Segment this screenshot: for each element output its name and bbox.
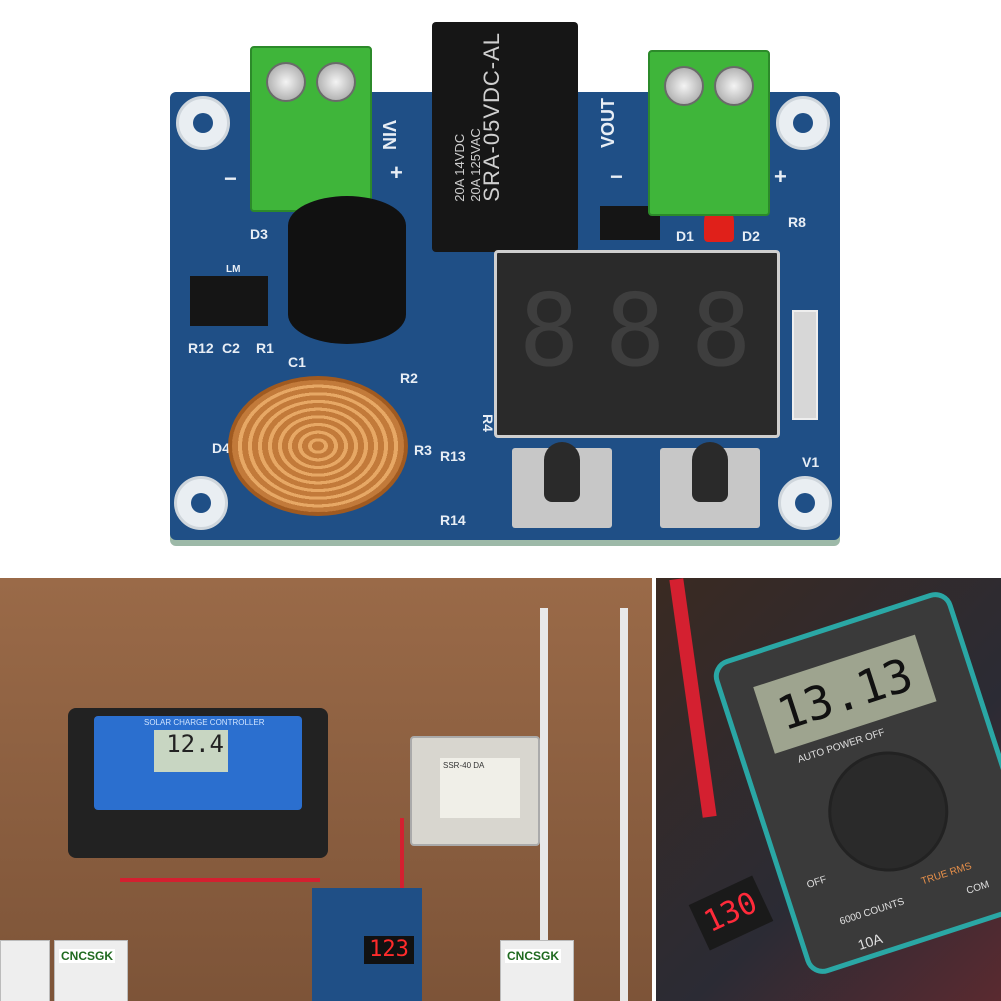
toroid-inductor (228, 376, 408, 516)
seven-segment-display: 8 8 8 (494, 250, 780, 438)
label-r4: R4 (480, 414, 496, 432)
rotary-dial[interactable] (812, 735, 964, 888)
meter-label: OFF (805, 874, 828, 891)
vout-minus: − (610, 164, 623, 189)
label-v1: V1 (802, 454, 820, 470)
label-r3: R3 (414, 442, 432, 458)
electrolytic-capacitor (288, 196, 406, 344)
breaker: CNCSGK (500, 940, 574, 1001)
label-r13: R13 (440, 448, 466, 464)
digit: 8 (605, 272, 666, 389)
screw (316, 62, 356, 102)
label-r8: R8 (788, 214, 806, 230)
controller-title: SOLAR CHARGE CONTROLLER (144, 718, 265, 727)
screw (714, 66, 754, 106)
solar-install-photo: SOLAR CHARGE CONTROLLER 12.4 SSR-40 DA 1… (0, 578, 652, 1001)
breaker: CNCSGK (54, 940, 128, 1001)
vin-plus: + (390, 160, 403, 185)
controller-lcd: 12.4 (154, 730, 228, 772)
ic-chip (190, 276, 268, 326)
wire (540, 608, 548, 948)
label-r14: R14 (440, 512, 466, 528)
screw (266, 62, 306, 102)
multimeter-photo: 13.13 AUTO POWER OFF OFF TRUE RMS 6000 C… (656, 578, 1001, 1001)
output-terminal-block[interactable] (648, 50, 770, 216)
label-c2: C2 (222, 340, 240, 356)
module-display: 130 (688, 875, 774, 951)
meter-label: 6000 COUNTS (838, 896, 906, 928)
screw (664, 66, 704, 106)
vin-label: VIN (379, 120, 399, 151)
meter-label: COM (965, 879, 991, 897)
meter-label: 10A (855, 930, 885, 953)
digit: 8 (691, 272, 752, 389)
relay-rating: 20A 14VDC (452, 133, 467, 202)
label-r1: R1 (256, 340, 274, 356)
wire (120, 878, 320, 882)
wire (620, 608, 628, 1001)
push-button-right[interactable] (660, 442, 760, 528)
breaker-brand: CNCSGK (59, 949, 116, 963)
wire (400, 818, 404, 908)
label-d2: D2 (742, 228, 760, 244)
meter-label: TRUE RMS (920, 860, 974, 888)
mounting-hole (174, 476, 228, 530)
meter-lcd: 13.13 (753, 634, 937, 754)
label-d4: D4 (212, 440, 230, 456)
module-display: 123 (364, 936, 414, 964)
mounting-hole (776, 96, 830, 150)
input-terminal-block[interactable] (250, 46, 372, 212)
label-lm: LM (226, 264, 241, 275)
solar-charge-controller: SOLAR CHARGE CONTROLLER 12.4 (68, 708, 328, 858)
label-d3: D3 (250, 226, 268, 242)
push-button-left[interactable] (512, 442, 612, 528)
label-r2: R2 (400, 370, 418, 386)
label-r12: R12 (188, 340, 214, 356)
vout-label: VOUT (598, 98, 618, 149)
vin-minus: − (224, 166, 237, 191)
pin-header (792, 310, 818, 420)
mounting-hole (176, 96, 230, 150)
relay-model: SRA-05VDC-AL (479, 32, 504, 202)
vout-plus: + (774, 164, 787, 189)
solid-state-relay: SSR-40 DA (410, 736, 540, 846)
label-c1: C1 (288, 354, 306, 370)
probe (669, 578, 717, 818)
relay: 20A 14VDC 20A 125VAC SRA-05VDC-AL (432, 22, 578, 252)
breaker (0, 940, 50, 1001)
breaker-brand: CNCSGK (505, 949, 562, 963)
label-d1: D1 (676, 228, 694, 244)
digit: 8 (519, 272, 580, 389)
mini-module: 123 (312, 888, 422, 1001)
ssr-label: SSR-40 DA (440, 758, 520, 818)
mounting-hole (778, 476, 832, 530)
